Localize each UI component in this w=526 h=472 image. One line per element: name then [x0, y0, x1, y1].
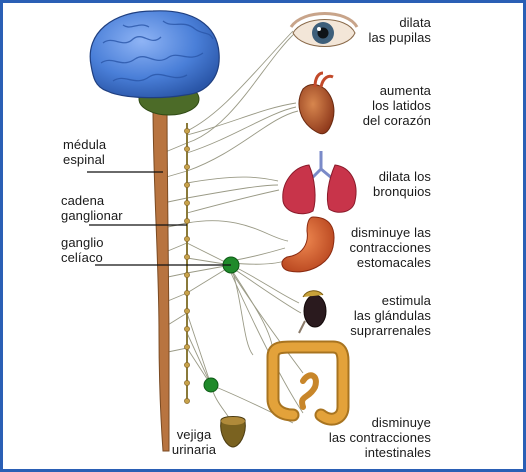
- effect-bronquios: dilata los bronquios: [373, 169, 431, 199]
- spinal-cord: [152, 104, 170, 452]
- ganglio-mesenterico-node: [203, 377, 219, 393]
- label-medula-espinal: médula espinal: [63, 137, 107, 167]
- effect-estomago: disminuye las contracciones estomacales: [349, 225, 431, 270]
- diagram-canvas: [87, 10, 359, 452]
- label-cadena-ganglionar: cadena ganglionar: [61, 193, 123, 223]
- lungs-icon: [282, 151, 357, 215]
- brain: [89, 10, 220, 99]
- adrenal-kidney-icon: [298, 290, 327, 334]
- effect-pupilas: dilata las pupilas: [368, 15, 431, 45]
- label-vejiga-urinaria: vejiga urinaria: [171, 427, 217, 457]
- effect-intestinos: disminuye las contracciones intestinales: [328, 415, 431, 460]
- bladder: [220, 416, 246, 448]
- heart-icon: [298, 71, 335, 135]
- label-ganglio-celiaco: ganglio celíaco: [61, 235, 104, 265]
- effect-corazon: aumenta los latidos del corazón: [362, 83, 431, 128]
- label-pointers: [87, 171, 231, 266]
- effect-suprarrenales: estimula las glándulas suprarrenales: [350, 293, 431, 338]
- intestine-icon: [266, 340, 350, 426]
- stomach-icon: [281, 216, 335, 273]
- eye-icon: [289, 12, 359, 47]
- ganglion-chain: [184, 123, 190, 404]
